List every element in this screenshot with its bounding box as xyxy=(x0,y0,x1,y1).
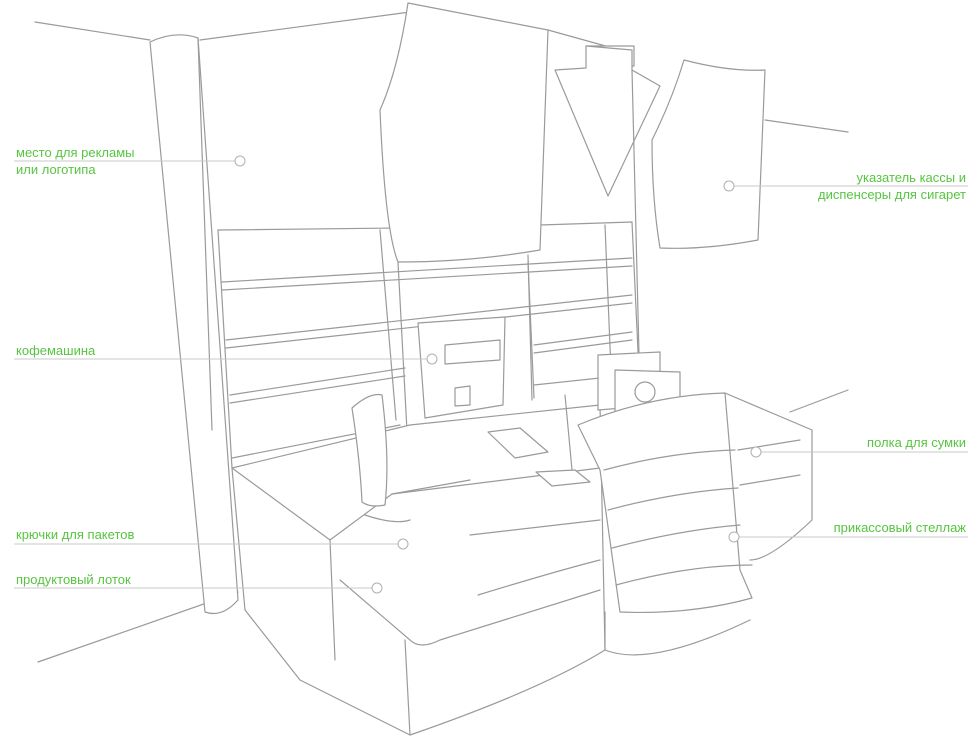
leader-lines xyxy=(14,160,968,589)
checkout-rack xyxy=(577,392,813,656)
label-ad-space: место для рекламы или логотипа xyxy=(16,144,135,178)
marker-bag-hooks xyxy=(397,538,409,550)
callout-markers xyxy=(234,155,762,594)
label-coffee-machine-text: кофемашина xyxy=(16,343,96,358)
label-register-sign-line2: диспенсеры для сигарет xyxy=(818,187,966,202)
room-lines xyxy=(34,11,849,663)
marker-checkout-rack xyxy=(728,531,740,543)
hanging-sign-left xyxy=(379,2,549,451)
label-bag-hooks: крючки для пакетов xyxy=(16,526,134,543)
hanging-sign-right xyxy=(651,59,766,249)
label-product-tray: продуктовый лоток xyxy=(16,571,131,588)
marker-bag-shelf xyxy=(750,446,762,458)
marker-product-tray xyxy=(371,582,383,594)
label-product-tray-text: продуктовый лоток xyxy=(16,572,131,587)
label-ad-space-line1: место для рекламы xyxy=(16,145,135,160)
marker-coffee-machine xyxy=(426,353,438,365)
cashier-chair xyxy=(351,393,411,523)
ad-panel-column xyxy=(149,34,239,615)
label-coffee-machine: кофемашина xyxy=(16,342,95,359)
label-bag-shelf-text: полка для сумки xyxy=(867,435,966,450)
label-bag-shelf: полка для сумки xyxy=(867,434,966,451)
arrow-sign xyxy=(554,45,661,396)
label-bag-hooks-text: крючки для пакетов xyxy=(16,527,135,542)
coffee-machine xyxy=(417,316,506,419)
label-register-sign: указатель кассы и диспенсеры для сигарет xyxy=(818,169,966,203)
label-checkout-rack: прикассовый стеллаж xyxy=(834,519,966,536)
label-register-sign-line1: указатель кассы и xyxy=(856,170,966,185)
keyboard-scanner xyxy=(487,394,591,487)
marker-ad-space xyxy=(234,155,246,167)
counter-body xyxy=(231,404,606,736)
marker-register-sign xyxy=(723,180,735,192)
label-checkout-rack-text: прикассовый стеллаж xyxy=(833,520,966,535)
label-ad-space-line2: или логотипа xyxy=(16,162,96,177)
